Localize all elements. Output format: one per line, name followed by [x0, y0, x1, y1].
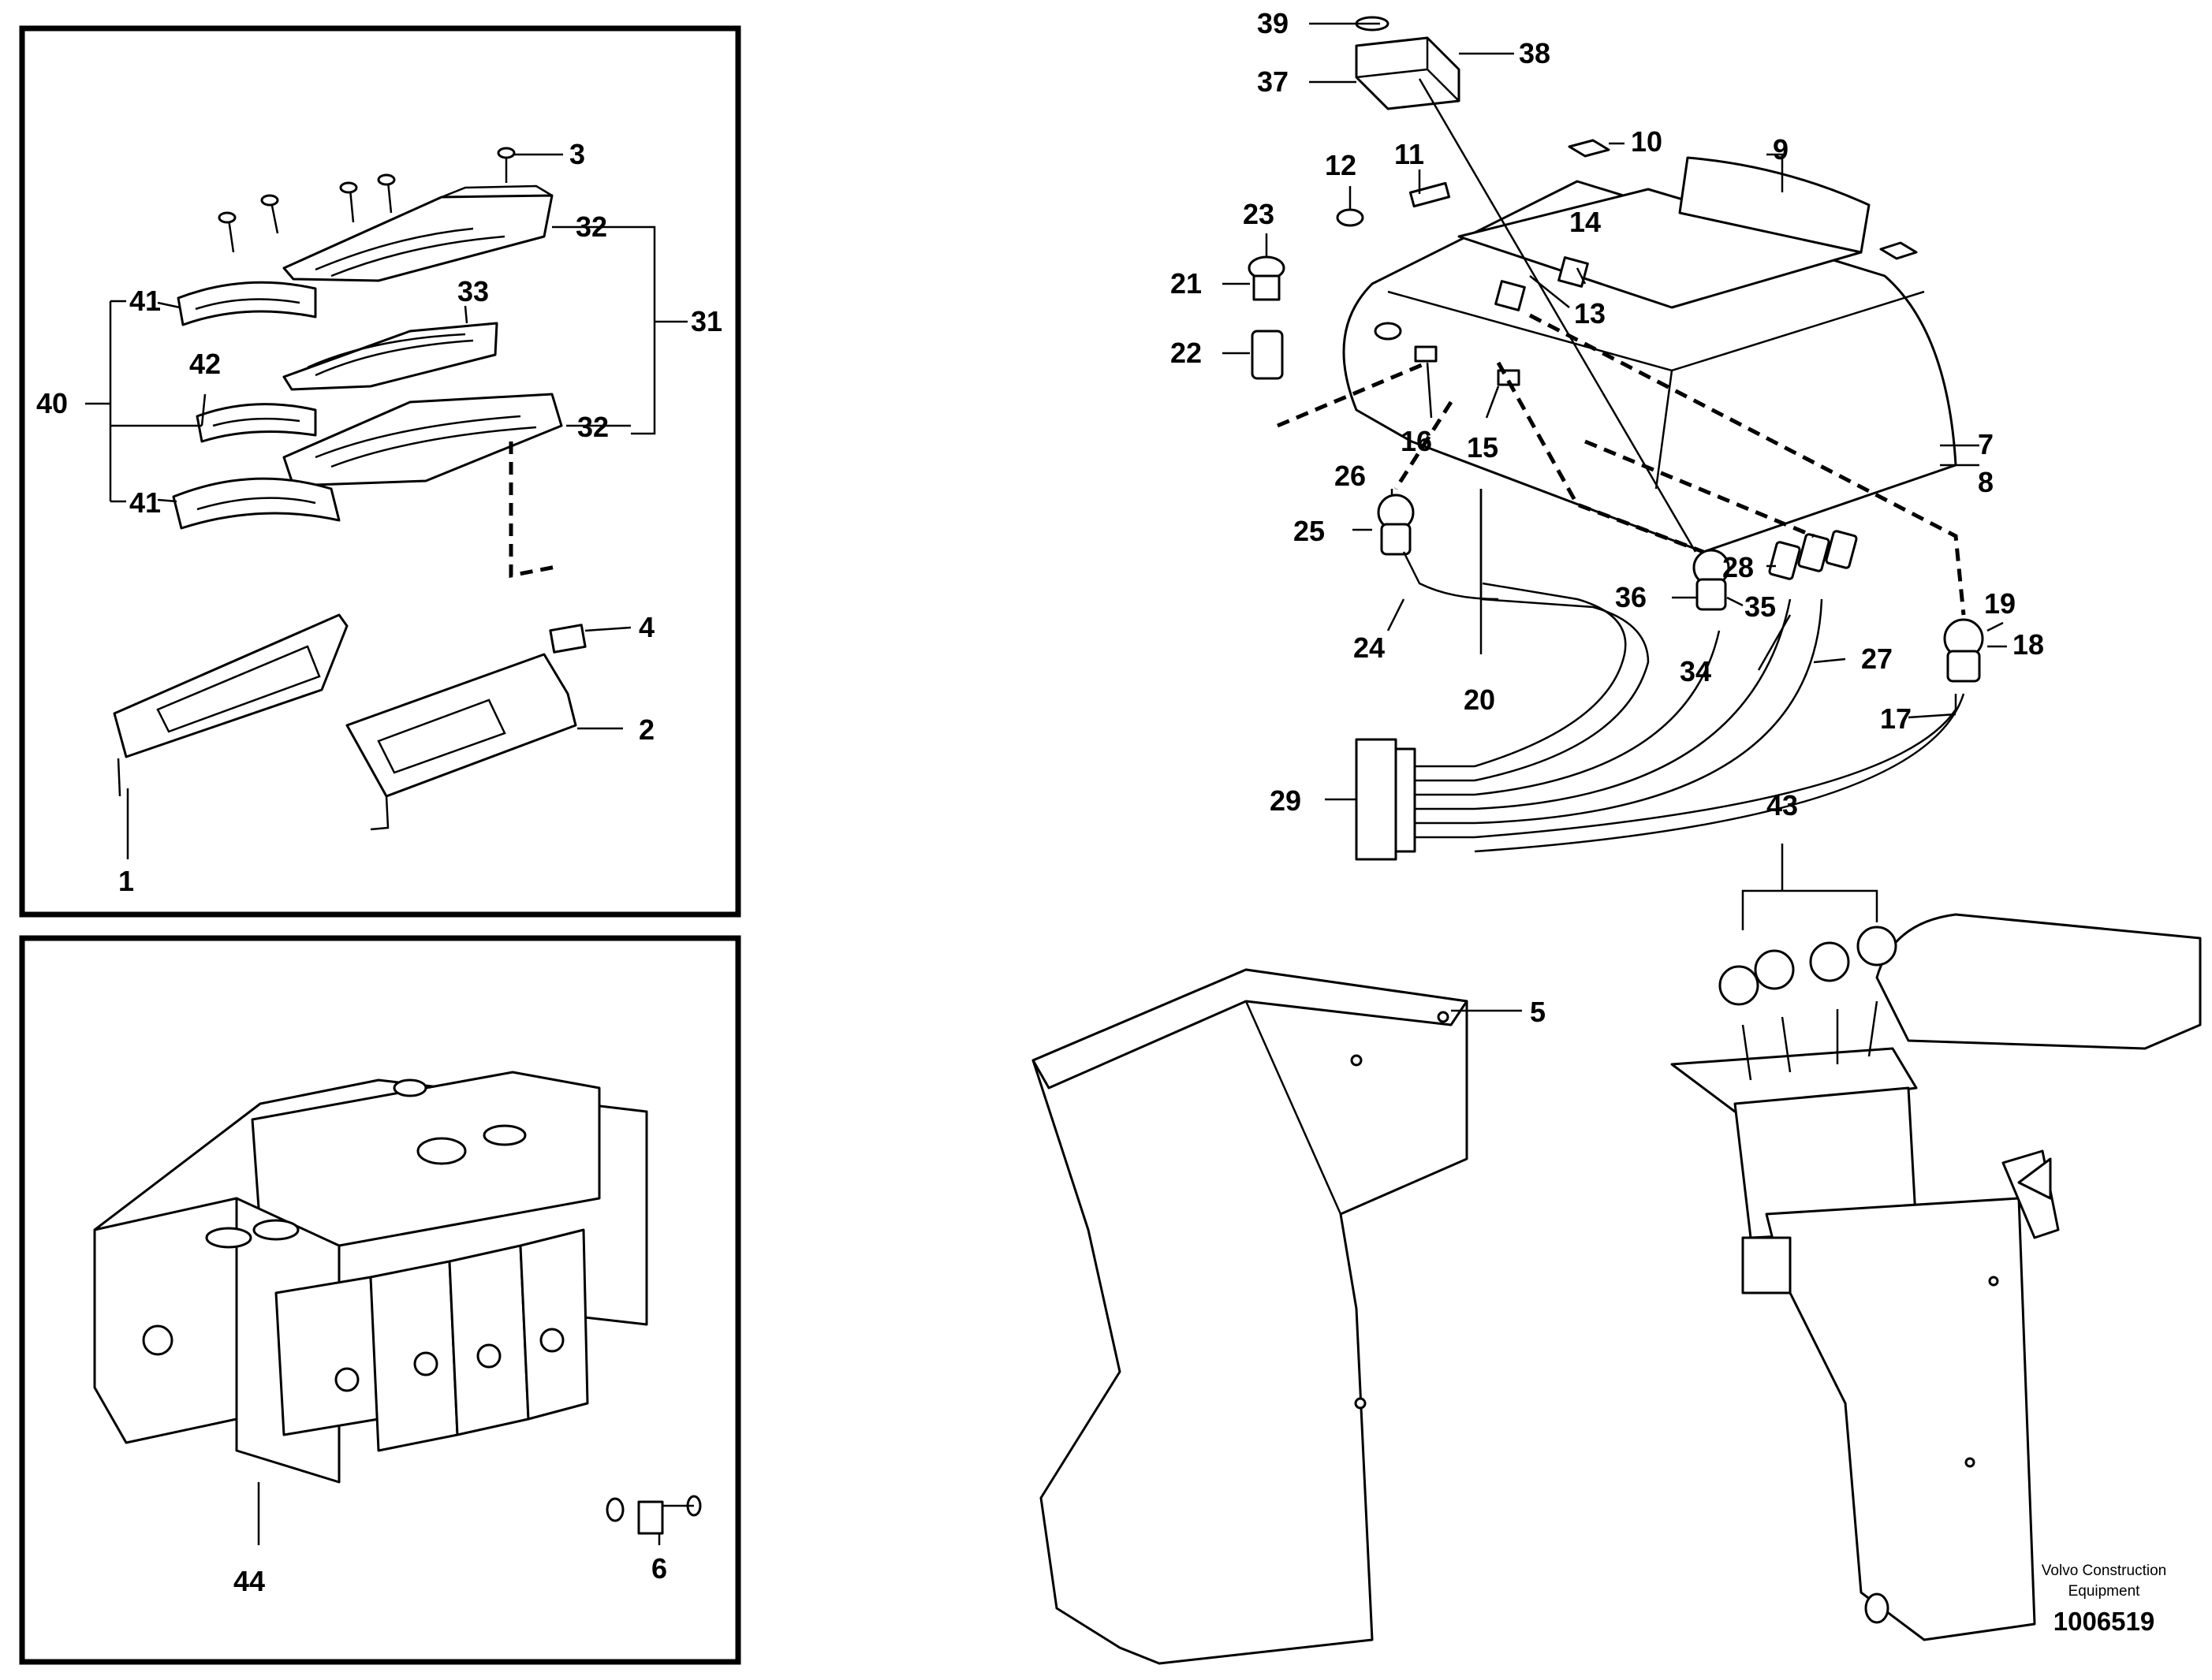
label-12: 12: [1325, 149, 1356, 181]
label-11: 11: [1394, 138, 1424, 170]
elbow-fitting-6: [606, 1495, 702, 1535]
small-parts-10-11-12: [1336, 139, 1918, 260]
label-10: 10: [1631, 125, 1662, 158]
control-valve-44: [93, 1071, 648, 1484]
bracket-2: [345, 653, 577, 798]
label-2: 2: [639, 713, 655, 746]
label-27: 27: [1861, 643, 1893, 675]
label-29: 29: [1270, 784, 1301, 817]
wiring-harness: [1402, 489, 1965, 853]
caption-line-1: Volvo Construction: [2042, 1563, 2166, 1579]
inset-frame-top: [19, 25, 741, 918]
plate-32-lower: [282, 393, 563, 487]
indicator-18-19: [1943, 618, 1984, 683]
label-6: 6: [651, 1552, 667, 1585]
label-4: 4: [639, 611, 655, 643]
switch-37-38-39: [1355, 16, 1460, 110]
console-housing: [1342, 156, 1957, 553]
base-cover-5: [1031, 968, 1468, 1665]
label-3: 3: [569, 138, 585, 170]
label-22: 22: [1170, 337, 1202, 369]
inset-frame-bottom: [19, 935, 741, 1665]
label-15: 15: [1467, 431, 1498, 464]
label-38: 38: [1519, 37, 1550, 69]
clip-4: [549, 624, 587, 654]
label-7: 7: [1978, 428, 1994, 460]
indicator-35-36: [1692, 549, 1730, 611]
label-16: 16: [1401, 425, 1432, 457]
label-42: 42: [189, 348, 221, 380]
lever-stand-43: [1670, 913, 2202, 1641]
leader-lines-bottom-inset: [257, 1482, 661, 1545]
label-9: 9: [1773, 133, 1789, 166]
label-23: 23: [1243, 198, 1274, 230]
label-35: 35: [1744, 590, 1776, 623]
label-31: 31: [691, 305, 722, 337]
label-8: 8: [1978, 466, 1994, 498]
label-39: 39: [1257, 7, 1289, 39]
screw-group: [218, 147, 516, 253]
leader-lines-upper-right: [1222, 22, 2007, 801]
plate-42: [196, 403, 317, 443]
label-19: 19: [1984, 587, 2016, 620]
label-26: 26: [1334, 460, 1366, 492]
label-44: 44: [233, 1565, 265, 1597]
dashed-links-upper-right: [1277, 313, 1966, 616]
label-41-upper: 41: [129, 285, 161, 317]
connector-29: [1355, 738, 1475, 861]
caption-block: Volvo Construction Equipment 1006519: [2042, 1563, 2166, 1636]
label-32-lower: 32: [577, 411, 609, 443]
plate-33: [282, 322, 498, 391]
label-28: 28: [1722, 551, 1754, 583]
indicator-21-22-23: [1248, 255, 1285, 380]
label-24: 24: [1353, 631, 1385, 664]
label-36: 36: [1615, 581, 1647, 613]
label-32-upper: 32: [576, 210, 607, 243]
label-40: 40: [36, 387, 68, 419]
plate-41-lower: [172, 477, 341, 530]
label-14: 14: [1569, 206, 1601, 238]
label-20: 20: [1464, 684, 1495, 716]
label-43: 43: [1766, 789, 1798, 821]
label-33: 33: [457, 275, 489, 307]
label-41-lower: 41: [129, 486, 161, 519]
caption-line-2: Equipment: [2068, 1583, 2141, 1600]
leader-lines-top-inset: [85, 153, 688, 859]
cover-1: [113, 613, 349, 758]
label-13: 13: [1574, 297, 1606, 330]
label-17: 17: [1880, 702, 1912, 735]
label-25: 25: [1293, 515, 1325, 547]
label-34: 34: [1680, 655, 1711, 687]
label-5: 5: [1530, 996, 1546, 1028]
connectors-28: [1768, 530, 1858, 580]
document-number: 1006519: [2053, 1607, 2154, 1636]
indicator-25-26: [1377, 494, 1415, 556]
callout-labels: 1 2 3 4 5 6 7 8 9 10 11 12 13 14 15 16 1…: [36, 7, 2044, 1597]
label-18: 18: [2012, 628, 2044, 661]
leader-lines-lower-right: [1451, 844, 1878, 1012]
label-1: 1: [118, 865, 134, 897]
plate-41-upper: [177, 281, 317, 326]
label-21: 21: [1170, 267, 1202, 300]
label-37: 37: [1257, 65, 1289, 98]
